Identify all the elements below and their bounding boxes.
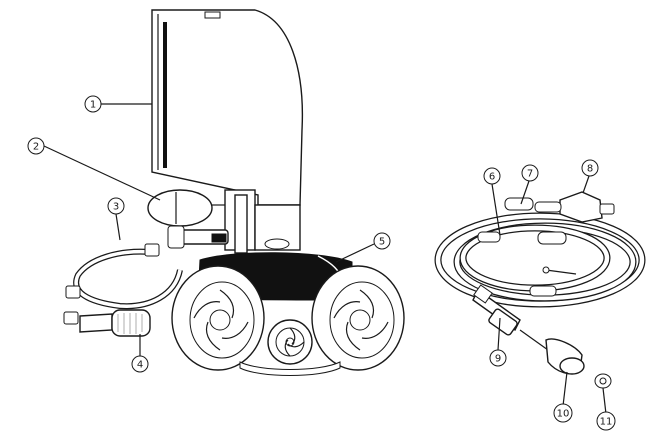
float <box>147 189 228 227</box>
callout-3: 3 <box>107 197 125 215</box>
callout-6: 6 <box>483 167 501 185</box>
center-wheel <box>267 319 313 365</box>
feed-hose-coil <box>434 197 646 308</box>
cleaner-mast <box>224 189 301 254</box>
sweep-hose-connector <box>167 225 229 249</box>
svg-text:10: 10 <box>557 409 570 420</box>
leader-lines <box>43 103 607 415</box>
callout-7: 7 <box>521 164 539 182</box>
svg-text:5: 5 <box>379 237 385 248</box>
svg-text:8: 8 <box>587 164 593 175</box>
svg-text:4: 4 <box>137 360 143 371</box>
callout-8: 8 <box>581 159 599 177</box>
callout-4: 4 <box>131 355 149 373</box>
left-wheel <box>171 265 265 371</box>
top-housing <box>151 9 304 206</box>
svg-text:9: 9 <box>495 354 501 365</box>
right-wheel <box>311 265 405 371</box>
svg-text:6: 6 <box>489 172 495 183</box>
quick-disconnect <box>472 284 549 351</box>
svg-text:11: 11 <box>600 417 613 428</box>
callout-11: 11 <box>596 411 616 431</box>
wall-fitting <box>545 338 612 389</box>
cleaner-base <box>239 361 341 376</box>
callout-1: 1 <box>84 95 102 113</box>
callout-2: 2 <box>27 137 45 155</box>
svg-text:1: 1 <box>90 100 96 111</box>
hose-swivel <box>534 191 615 223</box>
sweep-hose-scrubber <box>111 309 151 337</box>
svg-text:3: 3 <box>113 202 119 213</box>
callout-9: 9 <box>489 349 507 367</box>
svg-text:2: 2 <box>33 142 39 153</box>
svg-text:7: 7 <box>527 169 533 180</box>
callout-5: 5 <box>373 232 391 250</box>
callout-10: 10 <box>553 403 573 423</box>
sweep-hose-assembly <box>24 238 183 333</box>
